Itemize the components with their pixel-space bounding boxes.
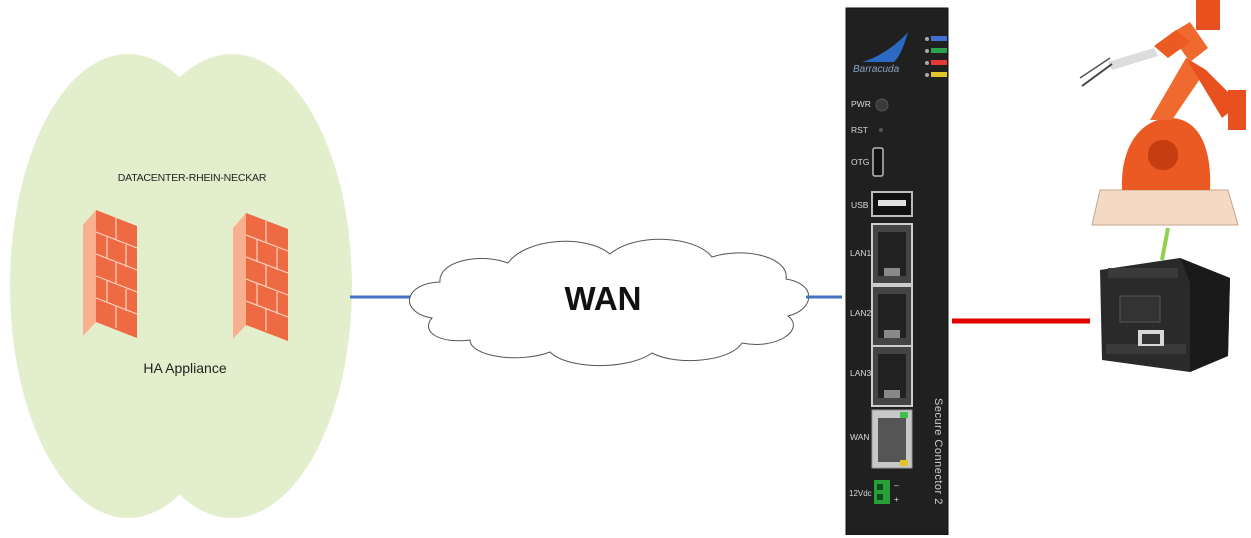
power-plus-label: + — [894, 494, 899, 504]
port-label-otg: OTG — [851, 157, 870, 167]
robot-arm-icon — [1079, 0, 1246, 226]
port-label-lan1: LAN1 — [850, 248, 872, 258]
firewall-icon — [233, 213, 289, 341]
ha-appliance-caption: HA Appliance — [143, 360, 227, 376]
port-label-12vdc: 12Vdc — [849, 489, 872, 498]
port-label-wan: WAN — [850, 432, 870, 442]
power-button — [875, 98, 889, 112]
plc-controller-icon — [1100, 258, 1230, 372]
reset-pinhole — [879, 128, 883, 132]
power-minus-label: – — [894, 480, 899, 490]
status-led — [931, 72, 947, 77]
port-label-lan2: LAN2 — [850, 308, 872, 318]
power-terminal — [874, 480, 890, 504]
firewall-icon — [83, 210, 138, 338]
port-label-pwr: PWR — [851, 99, 871, 109]
plc-robot-link — [1160, 227, 1170, 261]
barracuda-logo-icon — [862, 32, 908, 62]
datacenter-zone — [10, 54, 352, 518]
wan-cloud-label: WAN — [564, 280, 642, 317]
secure-connector-device — [845, 7, 949, 535]
device-brand: Barracuda — [853, 64, 900, 75]
port-label-lan3: LAN3 — [850, 368, 872, 378]
device-model-label: Secure Connector 2 — [932, 398, 944, 505]
port-label-rst: RST — [851, 125, 868, 135]
datacenter-title: DATACENTER-RHEIN-NECKAR — [117, 172, 267, 184]
status-led — [931, 60, 947, 65]
otg-port — [872, 147, 884, 177]
status-led — [931, 36, 947, 41]
status-led — [931, 48, 947, 53]
wan-cloud-icon — [408, 238, 810, 367]
port-label-usb: USB — [851, 200, 869, 210]
